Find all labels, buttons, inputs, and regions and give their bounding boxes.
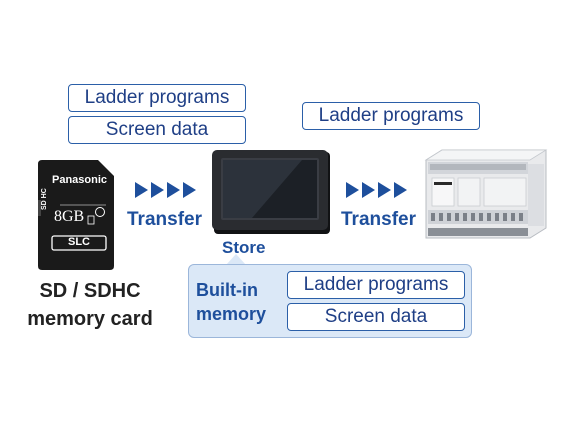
builtin-ladder-programs-label: Ladder programs: [287, 271, 465, 299]
plc-unit-image: [424, 149, 548, 239]
transfer-label-2: Transfer: [341, 209, 416, 230]
sd-card-type: SLC: [68, 236, 90, 248]
sd-screen-data-label: Screen data: [68, 116, 246, 144]
svg-text:SD HC: SD HC: [41, 188, 48, 210]
store-label: Store: [222, 238, 266, 257]
sd-card-label-line2: memory card: [27, 308, 153, 330]
sd-ladder-programs-label: Ladder programs: [68, 84, 246, 112]
memory-callout-pointer: [226, 254, 246, 265]
plc-ladder-programs-label: Ladder programs: [302, 102, 480, 130]
sd-card-label-line1: SD / SDHC: [39, 280, 141, 302]
sd-card-capacity: 8GB: [54, 208, 85, 225]
builtin-screen-data-label: Screen data: [287, 303, 465, 331]
builtin-memory-title-line1: Built-in: [196, 280, 258, 300]
transfer-label-1: Transfer: [127, 209, 202, 230]
hmi-touch-panel-image: [212, 150, 330, 234]
sd-card-brand: Panasonic: [52, 174, 108, 186]
transfer-arrows-1: [135, 182, 196, 198]
sd-card-image: SD HC: [38, 160, 114, 270]
builtin-memory-title-line2: memory: [196, 304, 267, 324]
transfer-arrows-2: [346, 182, 407, 198]
